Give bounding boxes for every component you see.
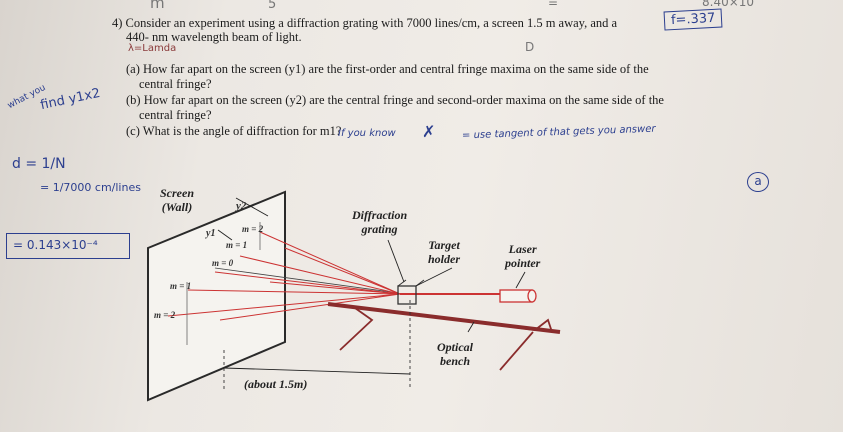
m-pos2-label: m = 2 [242, 224, 264, 234]
bench-legs [339, 307, 553, 371]
part-b-line-1: (b) How far apart on the screen (y2) are… [126, 93, 664, 107]
m-neg2-label: m = 2 [154, 310, 176, 320]
diffraction-rays [167, 231, 401, 321]
scribble-eq: = [548, 0, 559, 10]
screen-wall [147, 190, 286, 402]
scribble-fraction: 8.40×10 [702, 0, 755, 9]
laser-pointer [499, 289, 537, 303]
part-a-line-1: (a) How far apart on the screen (y1) are… [126, 62, 649, 76]
y1-label: y1 [206, 228, 216, 239]
distance-label: (about 1.5m) [244, 377, 308, 391]
question-line-2: 440- nm wavelength beam of light. [126, 30, 302, 44]
label-arrows [387, 239, 526, 333]
screen-label: Screen(Wall) [160, 186, 194, 214]
m-pos1-label: m = 1 [226, 240, 248, 250]
d-equation: d = 1/N [12, 156, 66, 172]
fraction-scribble: ✗ [422, 122, 436, 141]
m0-line [214, 267, 399, 294]
part-c: (c) What is the angle of diffraction for… [126, 124, 342, 138]
lambda-note: λ=Lamda [128, 43, 177, 54]
distance-dimension [223, 300, 411, 390]
part-a-line-2: central fringe? [139, 77, 212, 91]
part-b-line-2: central fringe? [139, 108, 212, 122]
d-note: D [525, 40, 535, 54]
m-zero-label: m = 0 [212, 258, 234, 268]
scribble-five: 5 [268, 0, 277, 12]
if-you-know-note: If you know [338, 128, 396, 139]
m-neg1-label: m = 1 [170, 281, 192, 291]
d-cm-lines: = 1/7000 cm/lines [40, 181, 141, 194]
y2-label: y2 [236, 200, 247, 212]
d-value-box: = 0.143×10⁻⁴ [6, 233, 130, 259]
circled-a: a [747, 172, 769, 192]
scribble-m: m [150, 0, 165, 12]
question-line-1: 4) Consider an experiment using a diffra… [112, 16, 618, 30]
